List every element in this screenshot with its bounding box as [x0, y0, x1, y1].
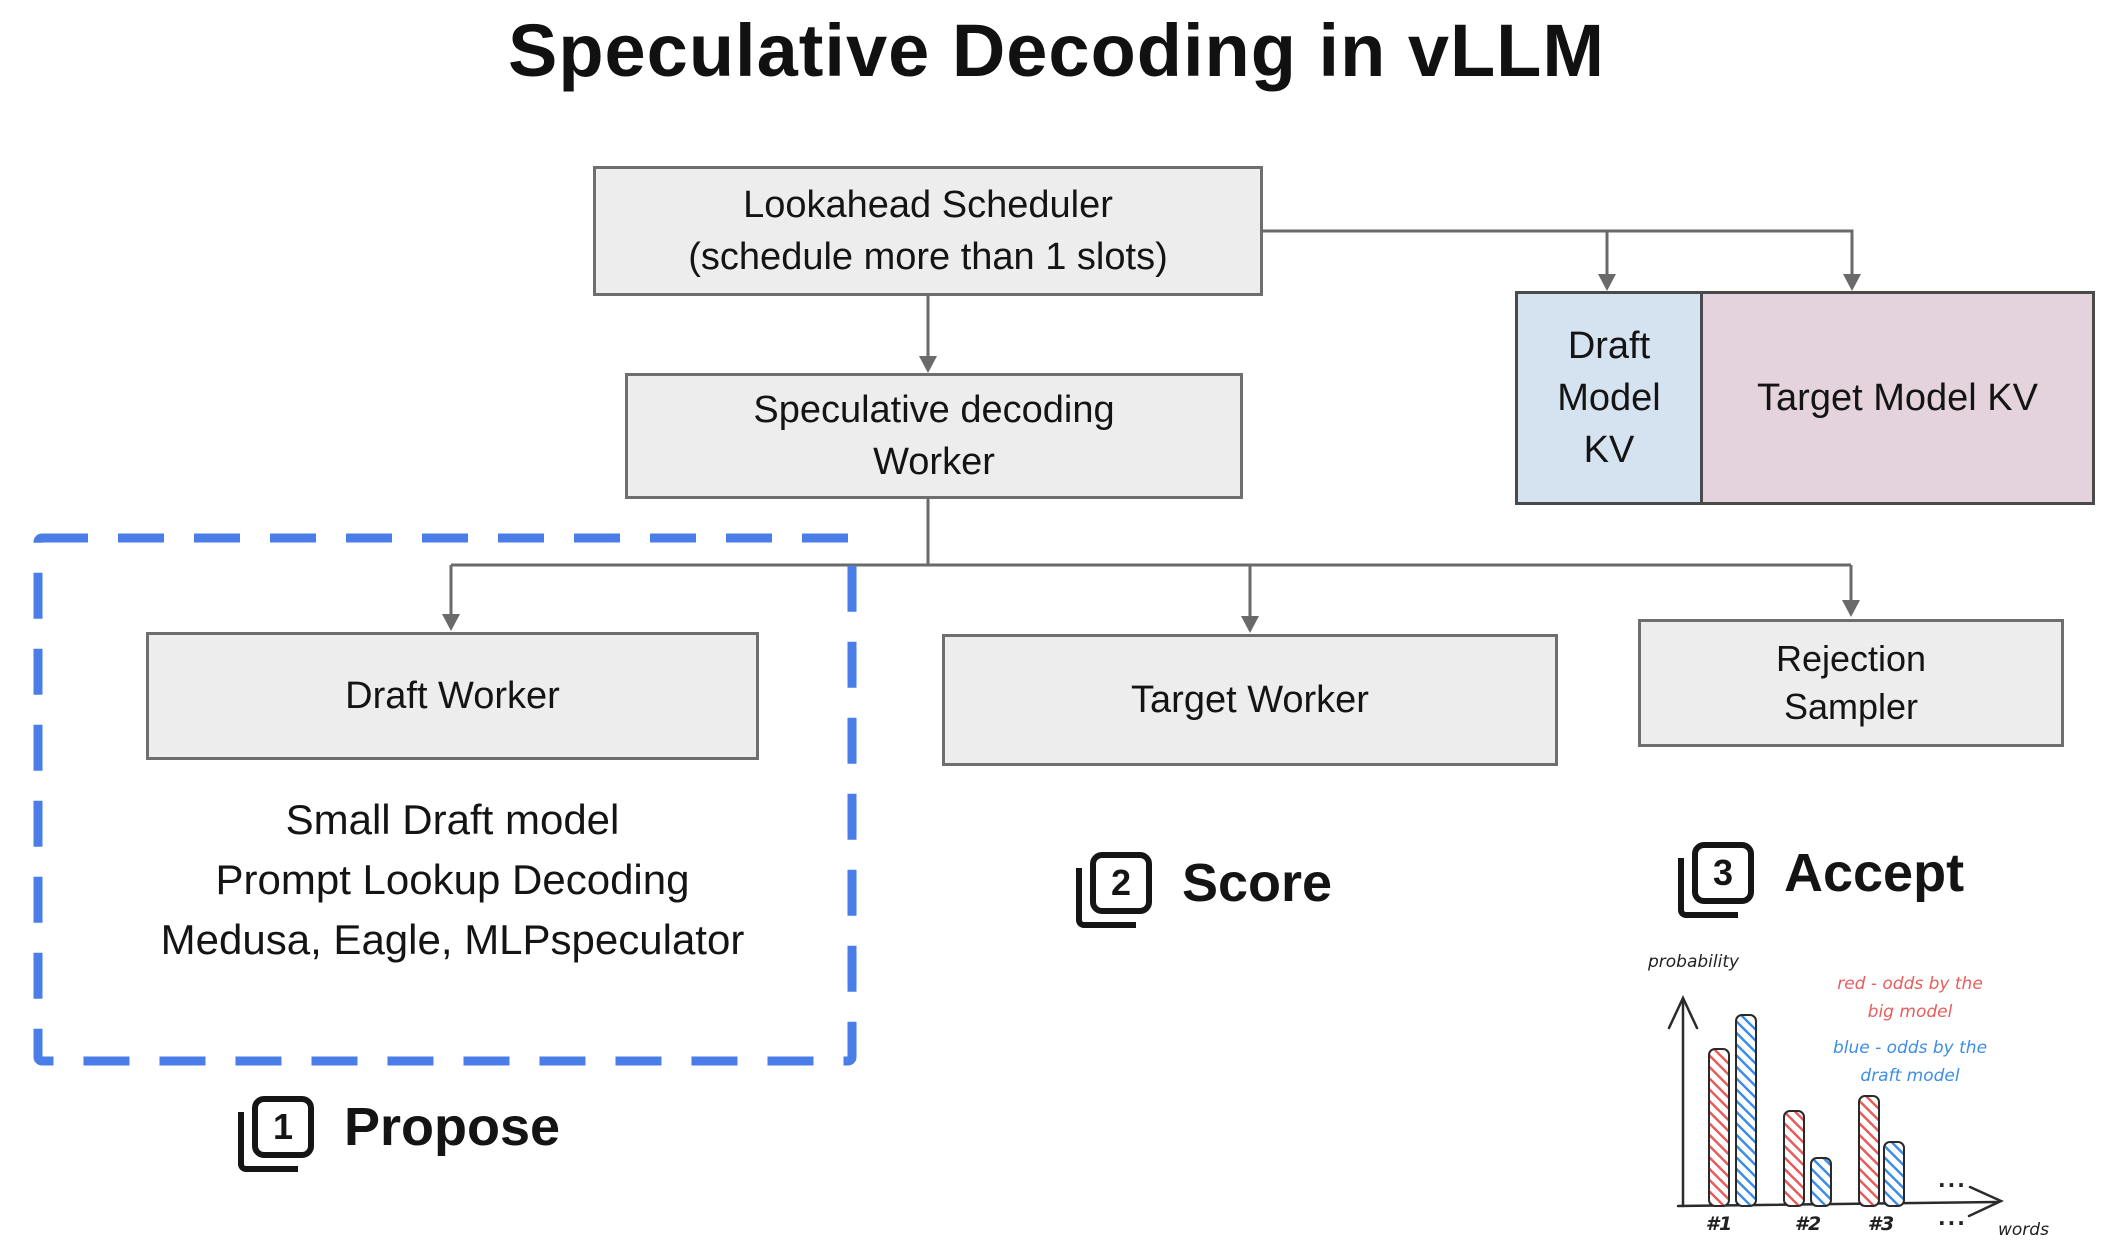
arrowhead-draftkv [1598, 274, 1616, 291]
arrowhead-worker [919, 356, 937, 373]
legend-blue-line1: blue - odds by the [1832, 1038, 1988, 1058]
step-1-number: 1 [272, 1106, 294, 1147]
rejection-label-line1: Rejection [1775, 638, 1927, 679]
target-kv-label: Target Model KV [1757, 377, 2038, 419]
bar-red-#1 [1708, 1048, 1730, 1207]
arrowhead-targetkv [1843, 274, 1861, 291]
scheduler-label-line2: (schedule more than 1 slots) [688, 236, 1168, 278]
node-lookahead-scheduler: Lookahead Scheduler (schedule more than … [593, 166, 1263, 296]
chart-ellipsis-upper: ... [1938, 1168, 1967, 1192]
step-propose-label: Propose [344, 1097, 561, 1157]
node-speculative-decoding-worker: Speculative decoding Worker [625, 373, 1243, 499]
bar-blue-#2 [1810, 1157, 1832, 1207]
rejection-label-line2: Sampler [1783, 686, 1919, 727]
arrowhead-draftworker [442, 614, 460, 631]
x-tick-#3: #3 [1867, 1213, 1895, 1235]
bar-red-#2 [1783, 1110, 1805, 1207]
scheduler-label-line1: Lookahead Scheduler [743, 184, 1113, 226]
draft-worker-label: Draft Worker [345, 675, 560, 717]
step-propose: 1 Propose [238, 1096, 561, 1172]
chart-legend-red: red - odds by the big model [1770, 970, 2050, 1026]
edge-scheduler-to-targetkv [1263, 229, 1854, 276]
spec-worker-label-line1: Speculative decoding [753, 389, 1115, 431]
draft-method-2: Prompt Lookup Decoding [215, 856, 690, 903]
legend-blue-line2: draft model [1860, 1066, 1960, 1087]
node-target-worker: Target Worker [942, 634, 1558, 766]
bar-blue-#1 [1735, 1014, 1757, 1207]
step-accept: 3 Accept [1678, 842, 1965, 918]
spec-worker-label-line2: Worker [873, 441, 995, 483]
y-axis-arrow [1667, 995, 1699, 1030]
arrowhead-rejection [1842, 600, 1860, 617]
step-2-pages-icon: 2 [1076, 852, 1152, 928]
bar-red-#3 [1858, 1095, 1880, 1207]
chart-ylabel: probability [1648, 952, 1740, 972]
x-axis-arrow [1967, 1185, 2004, 1218]
connector-paths [449, 229, 1854, 617]
legend-red-line2: big model [1867, 1002, 1953, 1023]
step-score-label: Score [1182, 853, 1333, 913]
chart-ellipsis-lower: ... [1938, 1206, 1967, 1230]
chart-axes [1667, 995, 2004, 1218]
step-2-number: 2 [1110, 862, 1132, 903]
step-1-pages-icon: 1 [238, 1096, 314, 1172]
draft-method-3: Medusa, Eagle, MLPspeculator [160, 916, 745, 963]
draft-methods-list: Small Draft model Prompt Lookup Decoding… [90, 790, 815, 970]
x-tick-#2: #2 [1794, 1213, 1822, 1235]
x-tick-#1: #1 [1705, 1213, 1733, 1235]
node-rejection-sampler: Rejection Sampler [1638, 619, 2064, 747]
node-draft-worker: Draft Worker [146, 632, 759, 760]
target-worker-label: Target Worker [1131, 679, 1369, 721]
step-accept-label: Accept [1784, 843, 1965, 903]
arrowheads [442, 274, 1861, 633]
chart-xlabel: words [1998, 1220, 2049, 1240]
step-score: 2 Score [1076, 852, 1333, 928]
propose-dashed-region [33, 533, 857, 1066]
step-3-number: 3 [1712, 852, 1734, 893]
chart-bars [1620, 940, 2113, 1247]
x-axis-line [1676, 1200, 2000, 1208]
node-draft-model-kv: Draft Model KV [1515, 291, 1703, 505]
chart-legend-blue: blue - odds by the draft model [1770, 1034, 2050, 1090]
step-3-pages-icon: 3 [1678, 842, 1754, 918]
draft-kv-label: Draft Model KV [1557, 325, 1661, 471]
arrowhead-targetworker [1241, 616, 1259, 633]
probability-sketch-chart: probability red - odds by the big model … [1620, 940, 2113, 1247]
node-target-model-kv: Target Model KV [1700, 291, 2095, 505]
legend-red-line1: red - odds by the [1837, 974, 1983, 994]
bar-blue-#3 [1883, 1141, 1905, 1207]
page-title: Speculative Decoding in vLLM [507, 9, 1606, 92]
draft-method-1: Small Draft model [285, 796, 620, 843]
